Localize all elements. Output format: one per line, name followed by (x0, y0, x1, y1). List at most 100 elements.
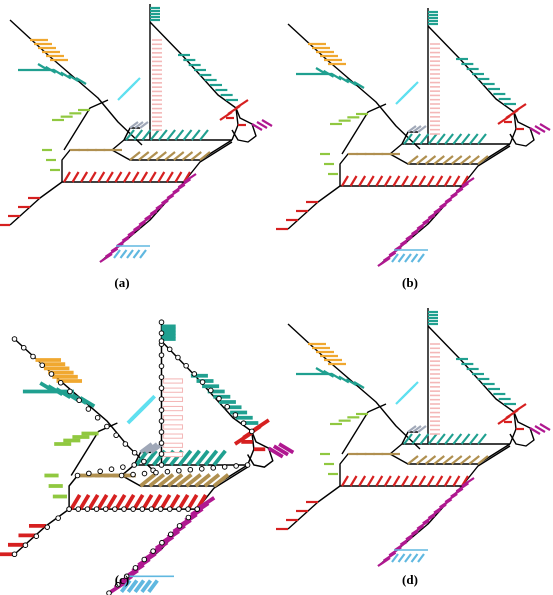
label-magenta (455, 482, 470, 493)
line-east-loop (509, 111, 535, 147)
label-teal (190, 129, 201, 141)
station-marker (158, 451, 165, 457)
label-red (87, 493, 100, 511)
label-pink (163, 387, 184, 393)
station-marker (115, 581, 121, 588)
station-marker (158, 319, 165, 325)
line-southwest (287, 185, 341, 230)
station-marker (166, 506, 173, 512)
station-marker (164, 468, 171, 475)
station-marker (166, 346, 173, 353)
label-teal (315, 67, 327, 75)
line-northeast (149, 21, 239, 141)
label-red (105, 493, 118, 511)
line-green-branch (70, 422, 118, 476)
station-marker (132, 565, 139, 571)
label-teal (338, 75, 350, 84)
label-teal (460, 433, 471, 445)
label-magenta (278, 442, 295, 455)
label-tan (477, 155, 489, 165)
label-lightblue (132, 249, 141, 259)
line-central (339, 143, 510, 187)
label-teal (345, 78, 357, 87)
station-marker (158, 385, 165, 391)
metro-map-c (0, 319, 295, 595)
label-red (63, 171, 71, 183)
label-tan (212, 473, 230, 488)
label-magenta (144, 210, 158, 221)
label-red (401, 175, 409, 187)
label-magenta (104, 247, 119, 258)
label-red (443, 475, 452, 487)
label-teal (174, 129, 185, 141)
line-tan (389, 143, 511, 165)
label-tan (138, 151, 150, 161)
line-central (61, 139, 232, 183)
station-marker (67, 388, 73, 395)
map-group (276, 308, 551, 567)
station-marker (85, 406, 92, 412)
label-magenta (183, 173, 197, 183)
label-magenta (444, 193, 458, 203)
label-teal (134, 449, 150, 467)
station-marker (48, 371, 55, 377)
label-magenta (261, 119, 273, 127)
label-red (435, 475, 444, 487)
label-magenta (529, 427, 541, 435)
label-magenta (534, 425, 546, 433)
label-red (71, 171, 80, 183)
station-marker (194, 506, 200, 512)
line-green-branch (341, 403, 387, 455)
station-marker (66, 506, 72, 512)
label-red (513, 103, 527, 113)
station-marker (57, 379, 64, 386)
station-marker (183, 362, 189, 369)
label-tan (129, 151, 141, 161)
label-red (409, 175, 418, 187)
label-tan (155, 151, 167, 161)
station-marker (131, 449, 138, 456)
line-southwest (14, 508, 70, 555)
label-teal (195, 449, 210, 467)
label-teal (353, 81, 365, 89)
label-magenta (132, 221, 147, 231)
label-tan (139, 473, 156, 488)
label-red (375, 475, 384, 487)
label-magenta (116, 237, 130, 247)
station-marker (158, 396, 165, 402)
station-marker (153, 469, 159, 476)
label-red (235, 99, 249, 109)
label-teal (52, 68, 64, 77)
map-group (276, 8, 551, 267)
station-marker (141, 556, 148, 563)
label-magenta (382, 551, 397, 562)
label-teal (403, 133, 413, 145)
label-red (375, 175, 384, 187)
label-tan (451, 155, 463, 165)
label-magenta (377, 257, 391, 267)
line-east-loop (509, 411, 535, 447)
label-teal (199, 129, 209, 141)
label-teal (452, 433, 463, 445)
station-marker (76, 397, 82, 404)
label-magenta (410, 225, 425, 235)
label-teal (60, 71, 72, 80)
station-marker (176, 523, 183, 529)
station-marker (244, 462, 251, 468)
label-grey (412, 125, 422, 133)
line-tan (111, 139, 233, 161)
label-red (148, 171, 157, 183)
station-marker (75, 506, 82, 512)
label-magenta (388, 246, 402, 257)
label-pink (163, 451, 184, 458)
label-tan (203, 473, 221, 488)
station-marker (158, 407, 165, 413)
label-magenta (99, 253, 113, 263)
label-magenta (388, 546, 402, 557)
station-marker (139, 506, 146, 512)
label-tan (199, 151, 211, 161)
line-southwest (9, 181, 63, 226)
label-tan (416, 455, 428, 465)
label-magenta (534, 125, 546, 133)
label-red (349, 475, 358, 487)
